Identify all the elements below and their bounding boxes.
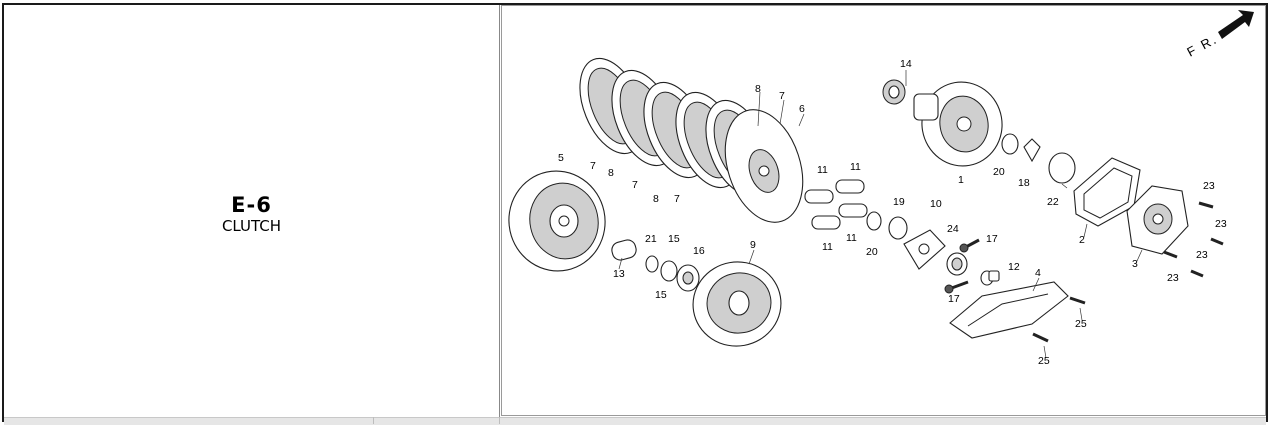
callout-11: 11 xyxy=(850,161,861,173)
clutch-exploded-view: F R. xyxy=(508,10,1254,367)
clutch-center xyxy=(692,261,782,347)
callout-3: 3 xyxy=(1132,258,1138,270)
front-direction-arrow-icon xyxy=(1218,10,1254,39)
clutch-outer xyxy=(508,170,606,272)
washer-set xyxy=(645,255,700,292)
oil-guide-plate xyxy=(949,281,1069,339)
bearing xyxy=(882,79,906,105)
callout-7: 7 xyxy=(590,160,596,172)
callout-15: 15 xyxy=(668,233,680,245)
callout-25: 25 xyxy=(1075,318,1087,330)
bottom-strip-separator xyxy=(499,417,500,424)
pressure-plate xyxy=(724,109,804,223)
bolts-and-pin xyxy=(944,238,1000,294)
callout-11: 11 xyxy=(817,164,828,176)
callout-18: 18 xyxy=(1018,177,1030,189)
cover-washers xyxy=(1001,133,1076,184)
front-direction-label: F R. xyxy=(1184,31,1220,60)
section-code: E-6 xyxy=(231,193,272,217)
callout-2: 2 xyxy=(1079,234,1085,246)
screws xyxy=(1032,201,1224,343)
callout-23: 23 xyxy=(1196,249,1208,261)
callout-23: 23 xyxy=(1167,272,1179,284)
callout-8: 8 xyxy=(608,167,614,179)
clutch-cover xyxy=(913,81,1003,167)
callout-16: 16 xyxy=(693,245,705,257)
callout-9: 9 xyxy=(750,239,756,251)
clutch-springs xyxy=(804,179,868,230)
section-title-panel: E-6 CLUTCH xyxy=(4,5,499,415)
callout-25: 25 xyxy=(1038,355,1050,367)
callout-22: 22 xyxy=(1047,196,1059,208)
section-name: CLUTCH xyxy=(221,217,282,235)
bottom-table-strip xyxy=(4,417,1266,425)
callout-17: 17 xyxy=(948,293,960,305)
callout-11: 11 xyxy=(822,241,833,253)
leader-lines xyxy=(618,70,1143,359)
callout-13: 13 xyxy=(613,268,625,280)
callout-23: 23 xyxy=(1203,180,1215,192)
callout-4: 4 xyxy=(1035,267,1041,279)
callout-7: 7 xyxy=(779,90,785,102)
callout-8: 8 xyxy=(755,83,761,95)
panel-divider xyxy=(499,5,500,417)
callout-14: 14 xyxy=(900,58,912,70)
callout-24: 24 xyxy=(947,223,959,235)
callout-7: 7 xyxy=(674,193,680,205)
callout-6: 6 xyxy=(799,103,805,115)
callout-21: 21 xyxy=(645,233,657,245)
collar xyxy=(611,239,637,261)
callout-labels: 14 8 7 6 7 8 7 8 7 5 1 20 18 22 11 11 11… xyxy=(558,58,1227,367)
callout-20: 20 xyxy=(993,166,1005,178)
callout-23: 23 xyxy=(1215,218,1227,230)
section-title: E-6 CLUTCH xyxy=(4,193,499,236)
callout-20: 20 xyxy=(866,246,878,258)
lifter-assembly xyxy=(866,211,968,276)
bottom-strip-separator xyxy=(373,417,374,424)
callout-5: 5 xyxy=(558,152,564,164)
exploded-parts-diagram: F R. xyxy=(501,5,1266,416)
callout-8: 8 xyxy=(653,193,659,205)
callout-17: 17 xyxy=(986,233,998,245)
callout-10: 10 xyxy=(930,198,942,210)
oil-filter-cover xyxy=(1126,185,1189,255)
callout-11: 11 xyxy=(846,232,857,244)
callout-7: 7 xyxy=(632,179,638,191)
callout-15: 15 xyxy=(655,289,667,301)
callout-12: 12 xyxy=(1008,261,1020,273)
callout-1: 1 xyxy=(958,174,964,186)
callout-19: 19 xyxy=(893,196,905,208)
clutch-plate-stack xyxy=(579,57,771,197)
